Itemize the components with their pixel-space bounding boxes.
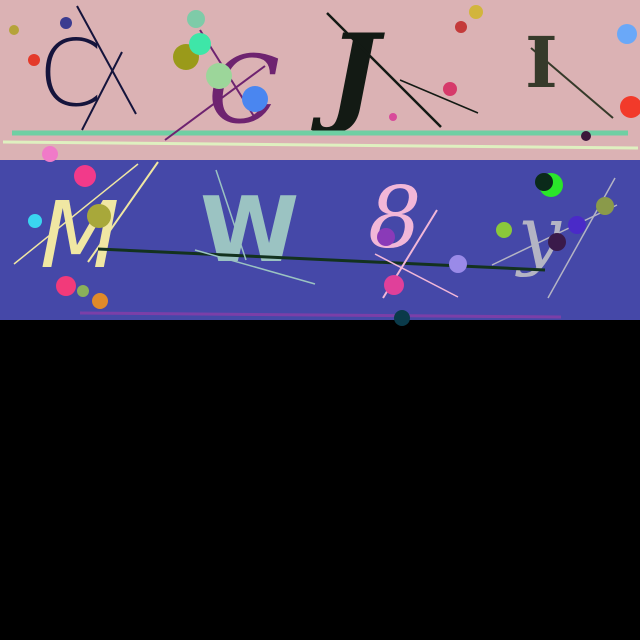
decor-dot [469, 5, 483, 19]
decor-dot [443, 82, 457, 96]
c-letter: C [38, 20, 103, 127]
decor-line [2, 140, 639, 150]
decor-line [164, 65, 266, 141]
decor-dot [535, 173, 553, 191]
decor-line [87, 161, 159, 263]
decor-dot [92, 293, 108, 309]
w-letter: W [200, 178, 300, 283]
decor-dot [596, 197, 614, 215]
decor-dot [9, 25, 19, 35]
decor-line [13, 163, 139, 265]
decor-line [326, 12, 442, 128]
decor-dot [394, 310, 410, 326]
decor-dot [77, 285, 89, 297]
decor-dot [74, 165, 96, 187]
decor-dot [548, 233, 566, 251]
decor-line [194, 249, 316, 285]
script-c-letter: C [208, 36, 280, 145]
decor-dot [449, 255, 467, 273]
decor-line [399, 79, 479, 114]
decor-dot [60, 17, 72, 29]
decor-dot [87, 204, 111, 228]
decor-dot [56, 276, 76, 296]
decor-dot [206, 63, 232, 89]
decor-line [215, 169, 247, 261]
decor-dot [617, 24, 637, 44]
decor-dot [496, 222, 512, 238]
decor-dot [620, 96, 640, 118]
decor-dot [384, 275, 404, 295]
decor-line [79, 311, 562, 319]
middle-band [0, 160, 640, 320]
decor-line [530, 47, 614, 119]
decor-dot [189, 33, 211, 55]
i-letter: I [525, 21, 558, 104]
decor-dot [242, 86, 268, 112]
eight-numeral: 8 [368, 169, 422, 267]
decor-dot [455, 21, 467, 33]
decor-dot [42, 146, 58, 162]
decor-line [97, 247, 546, 272]
script-y-letter: y [518, 189, 561, 278]
decor-line [374, 253, 459, 298]
decor-dot [581, 131, 591, 141]
decor-dot [28, 214, 42, 228]
decor-dot [28, 54, 40, 66]
decor-dot [389, 113, 397, 121]
decor-dot [568, 216, 586, 234]
decor-dot [377, 228, 395, 246]
decor-dot [187, 10, 205, 28]
decor-line [81, 51, 123, 131]
bottom-band [0, 320, 640, 640]
decor-line [76, 5, 137, 115]
